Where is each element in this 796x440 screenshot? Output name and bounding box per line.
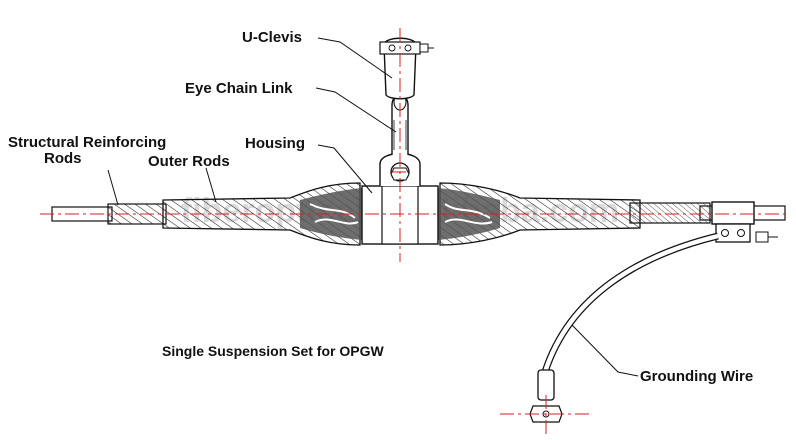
leader-lines — [107, 37, 639, 377]
label-structural-rods-line2: Rods — [44, 150, 82, 167]
label-u-clevis: U-Clevis — [242, 29, 302, 46]
center-lines — [40, 28, 790, 436]
label-outer-rods: Outer Rods — [148, 153, 230, 170]
rubber-insert — [300, 188, 500, 240]
label-structural-rods-line1: Structural Reinforcing — [8, 134, 166, 151]
grounding-clamp — [711, 201, 778, 243]
grounding-wire — [529, 232, 719, 423]
label-grounding-wire: Grounding Wire — [640, 368, 753, 385]
label-housing: Housing — [245, 135, 305, 152]
label-eye-chain-link: Eye Chain Link — [185, 80, 293, 97]
u-clevis — [379, 37, 434, 100]
diagram-caption: Single Suspension Set for OPGW — [162, 343, 384, 359]
